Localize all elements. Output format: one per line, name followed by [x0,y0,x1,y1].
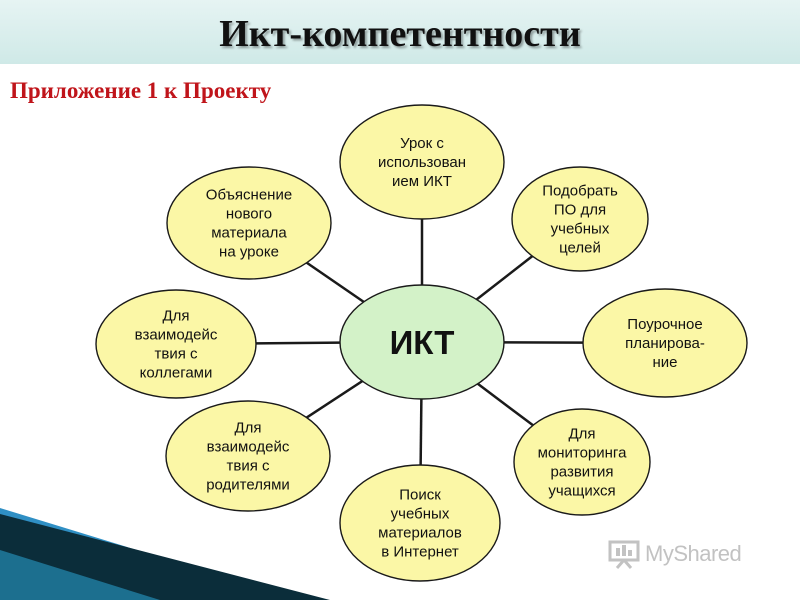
node-ellipse [513,408,651,516]
node-label-line: учебных [391,506,450,523]
connector-top-left [306,261,365,303]
node-label-line: целей [559,240,601,257]
node-label-line: Объяснение [206,187,292,204]
node-ellipse [582,288,748,398]
connector-bottom [419,398,423,466]
slide-title: Икт-компетентности [219,13,581,55]
node-label-line: развития [550,464,613,481]
node-label-line: ием ИКТ [392,173,452,190]
node-left: Для взаимодейс твия с коллегами [95,289,257,399]
bottom-decoration [0,508,330,600]
watermark: MyShared [607,537,742,571]
title-bar [0,0,800,64]
node-label-line: взаимодейс [135,327,218,344]
node-ellipse [339,104,505,220]
node-label-line: ПО для [554,202,606,219]
node-label-line: коллегами [140,365,213,382]
connectors [255,219,584,466]
node-bottom-right: Для мониторинга развития учащихся [513,408,651,516]
node-label-line: взаимодейс [207,439,290,456]
center-label: ИКТ [390,324,455,361]
node-label-line: материала [211,225,287,242]
node-ellipse [511,166,649,272]
node-label-line: Для [568,426,595,443]
connector-top-right [475,255,534,301]
connector-bottom-right [476,382,534,427]
node-bottom: Поиск учебных материалов в Интернет [339,464,501,582]
node-label-line: Урок с [400,135,444,152]
node-label-line: на уроке [219,244,279,261]
node-label-line: Для [162,308,189,325]
node-label-line: Поиск [399,487,441,504]
connector-left [255,341,341,345]
node-label-line: в Интернет [381,544,459,561]
node-label-line: учащихся [548,483,615,500]
watermark-text: MyShared [645,541,742,566]
nodes: Урок с использован ием ИКТ Подобрать ПО для у… [95,104,748,582]
node-ellipse [95,289,257,399]
node-label-line: мониторинга [538,445,628,462]
node-ellipse [339,464,501,582]
node-label-line: Подобрать [542,183,618,200]
node-top-left: Объяснение нового материала на уроке [166,166,332,280]
presentation-icon [608,540,640,569]
node-label-line: учебных [551,221,610,238]
node-label-line: родителями [206,477,290,494]
node-label-line: ние [652,354,677,371]
slide-subtitle: Приложение 1 к Проекту [10,78,272,103]
node-label-line: твия с [226,458,270,475]
center-ellipse [339,284,505,400]
center-node: ИКТ [339,284,505,400]
node-top-right: Подобрать ПО для учебных целей [511,166,649,272]
node-bottom-left: Для взаимодейс твия с родителями [165,400,331,512]
node-label-line: планирова- [625,335,705,352]
node-right: Поурочное планирова-ние [582,288,748,398]
node-label-line: материалов [378,525,462,542]
node-ellipse [165,400,331,512]
connector-bottom-left [305,380,364,419]
node-ellipse [166,166,332,280]
node-top: Урок с использован ием ИКТ [339,104,505,220]
deco-teal-band [0,550,160,600]
node-label-line: Для [234,420,261,437]
node-label-line: использован [378,154,466,171]
node-label-line: твия с [154,346,198,363]
node-label-line: Поурочное [627,316,702,333]
node-label-line: нового [226,206,272,223]
